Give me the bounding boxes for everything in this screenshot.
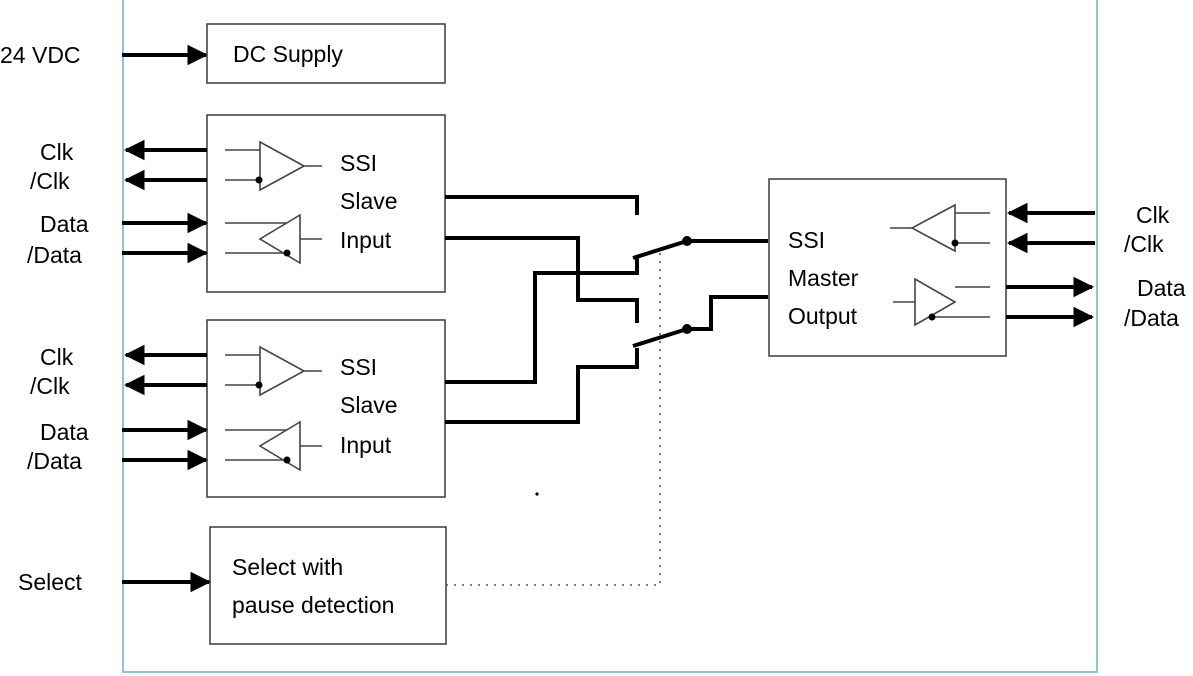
slave1-ndata-label: /Data: [27, 242, 82, 268]
slave2-clock-driver: [225, 345, 322, 397]
master-data-label: Data: [1137, 275, 1186, 301]
dc-supply-block: [206, 23, 446, 84]
slave1-line-3: Input: [340, 227, 392, 253]
slave1-clk-label: Clk: [40, 139, 74, 165]
master-clock-receiver: [890, 203, 990, 253]
slave2-nclk-label: /Clk: [30, 373, 70, 399]
select-block-line-2: pause detection: [232, 592, 394, 618]
slave2-data-label: Data: [40, 419, 89, 445]
select-block-line-1: Select with: [232, 554, 343, 580]
slave1-line-2: Slave: [340, 188, 398, 214]
slave2-ndata-label: /Data: [27, 448, 82, 474]
slave1-data-label: Data: [40, 211, 89, 237]
slave1-line-1: SSI: [340, 150, 377, 176]
slave2-line-1: SSI: [340, 354, 377, 380]
slave-input-1-block: [206, 114, 446, 293]
master-output-block: [768, 178, 1007, 357]
master-data-driver: [893, 277, 990, 327]
select-block: [209, 526, 447, 645]
slave2-line-3: Input: [340, 432, 392, 458]
select-input-label: Select: [18, 569, 83, 595]
dc-supply-label: DC Supply: [233, 41, 343, 67]
slave1-data-receiver: [225, 213, 322, 265]
slave1-clock-driver: [225, 140, 322, 192]
slave1-nclk-label: /Clk: [30, 168, 70, 194]
clock-selector-switch: [632, 236, 768, 260]
master-nclk-label: /Clk: [1124, 231, 1164, 257]
master-line-1: SSI: [788, 227, 825, 253]
slave2-clk-label: Clk: [40, 344, 74, 370]
data-selector-switch: [632, 295, 768, 348]
master-ndata-label: /Data: [1124, 305, 1179, 331]
slave2-data-receiver: [225, 420, 322, 472]
device-frame: [122, 0, 1098, 673]
stray-mark: [535, 492, 539, 496]
master-line-2: Master: [788, 265, 859, 291]
supply-input-label: 24 VDC: [0, 42, 81, 68]
master-clk-label: Clk: [1136, 202, 1170, 228]
slave-input-2-block: [206, 319, 446, 498]
master-line-3: Output: [788, 303, 858, 329]
switch-wiring: [445, 195, 639, 424]
slave2-line-2: Slave: [340, 392, 398, 418]
